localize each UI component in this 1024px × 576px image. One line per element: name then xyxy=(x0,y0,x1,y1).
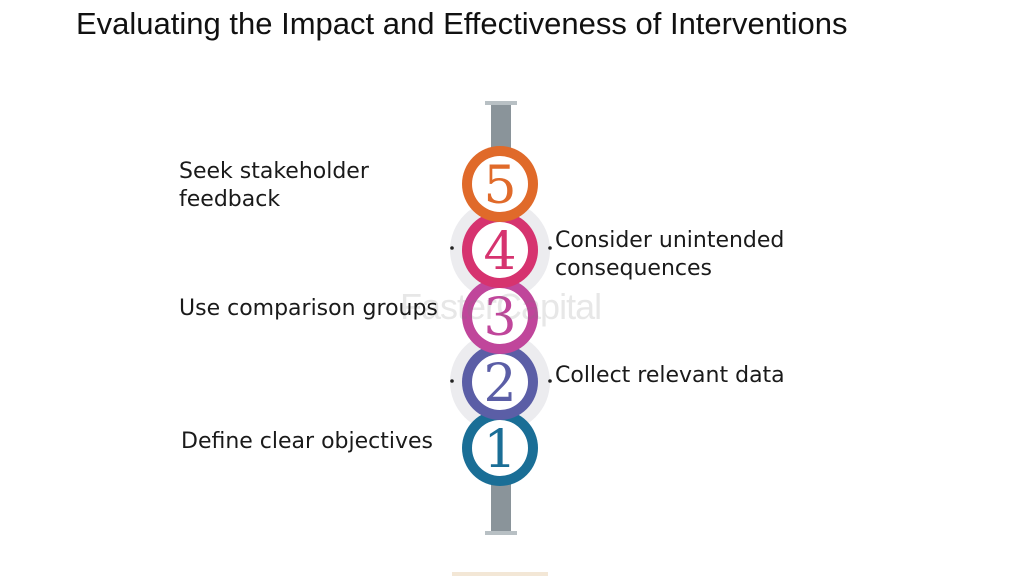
step-circle-3: 3 xyxy=(462,278,538,354)
step-circle-2: 2 xyxy=(462,344,538,420)
step-circle-5: 5 xyxy=(462,146,538,222)
page-title: Evaluating the Impact and Effectiveness … xyxy=(76,6,848,41)
bullet-dot xyxy=(548,246,552,250)
step-label-1: Define clear objectives xyxy=(181,429,433,454)
step-number-2: 2 xyxy=(483,354,516,414)
step-number-4: 4 xyxy=(483,222,516,282)
step-label-3: Use comparison groups xyxy=(179,296,438,321)
step-label-4: Consider unintended consequences xyxy=(555,228,785,281)
spine-cap-bottom xyxy=(485,531,517,535)
watermark-text: FasterCapital xyxy=(400,286,602,327)
step-number-5: 5 xyxy=(483,156,516,216)
step-number-3: 3 xyxy=(483,288,516,348)
bullet-dot xyxy=(450,246,454,250)
step-number-1: 1 xyxy=(483,420,516,480)
step-circle-1: 1 xyxy=(462,410,538,486)
step-circle-4: 4 xyxy=(462,212,538,288)
spine-cap-top xyxy=(485,101,517,105)
step-label-5: Seek stakeholder feedback xyxy=(179,159,369,212)
step-label-2: Collect relevant data xyxy=(555,363,785,388)
base-shadow xyxy=(452,572,548,576)
bullet-dot xyxy=(450,379,454,383)
bullet-dot xyxy=(548,379,552,383)
